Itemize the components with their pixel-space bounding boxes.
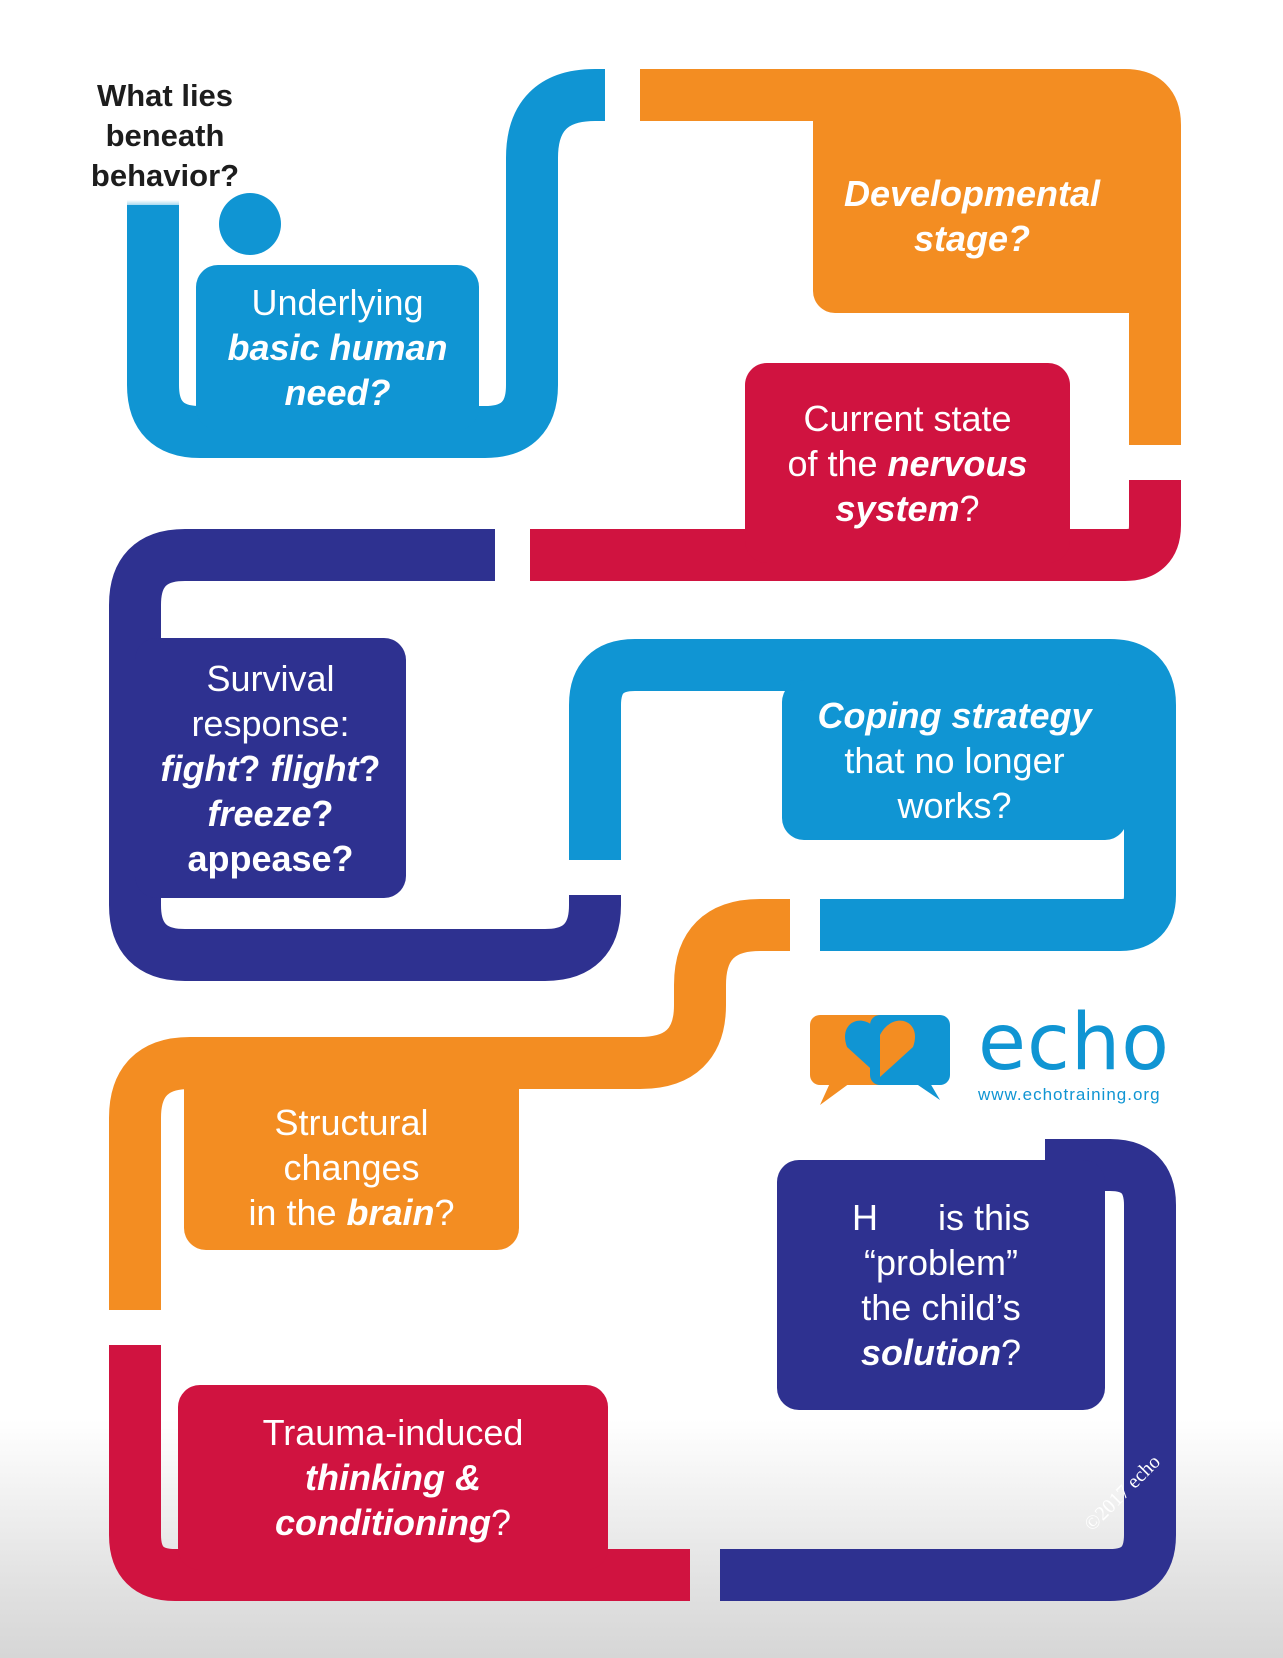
orange-path-top: [640, 69, 1181, 445]
blue-path-top: [127, 69, 605, 458]
survival-line-4: freeze?: [207, 792, 334, 834]
person-head-icon: [219, 193, 281, 255]
echo-wordmark: echo: [978, 998, 1171, 1088]
solution-line-4: solution?: [860, 1332, 1021, 1373]
box-survival-response: Survival response: fight? flight? freeze…: [135, 638, 406, 898]
survival-line-5: appease?: [187, 837, 354, 879]
orange-path-lower: [109, 899, 790, 1310]
title-line-2: beneath: [105, 118, 225, 153]
echo-url: www.echotraining.org: [978, 1085, 1161, 1104]
diagram-title: What lies beneath behavior?: [70, 76, 260, 196]
nervous-line-1: Current state: [803, 397, 1012, 439]
nervous-line-2: of the nervous: [787, 442, 1028, 484]
red-path-bottom: [109, 1345, 690, 1601]
structural-line-3: in the brain?: [248, 1192, 455, 1233]
developmental-line-2: stage?: [913, 217, 1031, 259]
basic-need-line-3: need?: [284, 372, 391, 413]
echo-logo: [810, 1015, 950, 1105]
box-trauma-induced: Trauma-induced thinking & conditioning?: [178, 1385, 608, 1570]
box-coping-strategy: Coping strategy that no longer works?: [782, 680, 1127, 840]
coping-line-2: that no longer: [844, 739, 1065, 781]
box-structural-changes: Structural changes in the brain?: [184, 1085, 519, 1250]
survival-line-2: response:: [191, 702, 350, 744]
basic-need-line-2: basic human: [227, 327, 448, 368]
box-nervous-system: Current state of the nervous system?: [745, 363, 1070, 563]
solution-line-2: “problem”: [863, 1242, 1019, 1283]
trauma-line-1: Trauma-induced: [262, 1412, 524, 1453]
structural-line-2: changes: [283, 1147, 420, 1188]
title-line-3: behavior?: [90, 158, 240, 193]
coping-line-3: works?: [897, 784, 1012, 826]
blue-path-middle: [569, 639, 1176, 951]
basic-need-line-1: Underlying: [251, 282, 424, 323]
heart-bubbles-icon: [810, 1015, 950, 1105]
red-path-top: [530, 480, 1181, 581]
survival-line-1: Survival: [206, 657, 335, 699]
trauma-line-3: conditioning?: [275, 1502, 511, 1543]
nervous-line-3: system?: [835, 487, 980, 529]
survival-line-3: fight? flight?: [160, 747, 381, 789]
trauma-line-2: thinking &: [305, 1457, 481, 1498]
coping-line-1: Coping strategy: [817, 694, 1092, 736]
title-line-1: What lies: [96, 78, 234, 113]
box-developmental-stage: Developmental stage?: [813, 118, 1131, 313]
structural-line-1: Structural: [274, 1102, 429, 1143]
box-basic-need: Underlying basic human need?: [196, 265, 479, 430]
developmental-line-1: Developmental: [843, 172, 1101, 214]
navy-path-bottom: [720, 1139, 1176, 1601]
navy-path-middle: [109, 529, 621, 981]
solution-line-3: the child’s: [861, 1287, 1021, 1328]
